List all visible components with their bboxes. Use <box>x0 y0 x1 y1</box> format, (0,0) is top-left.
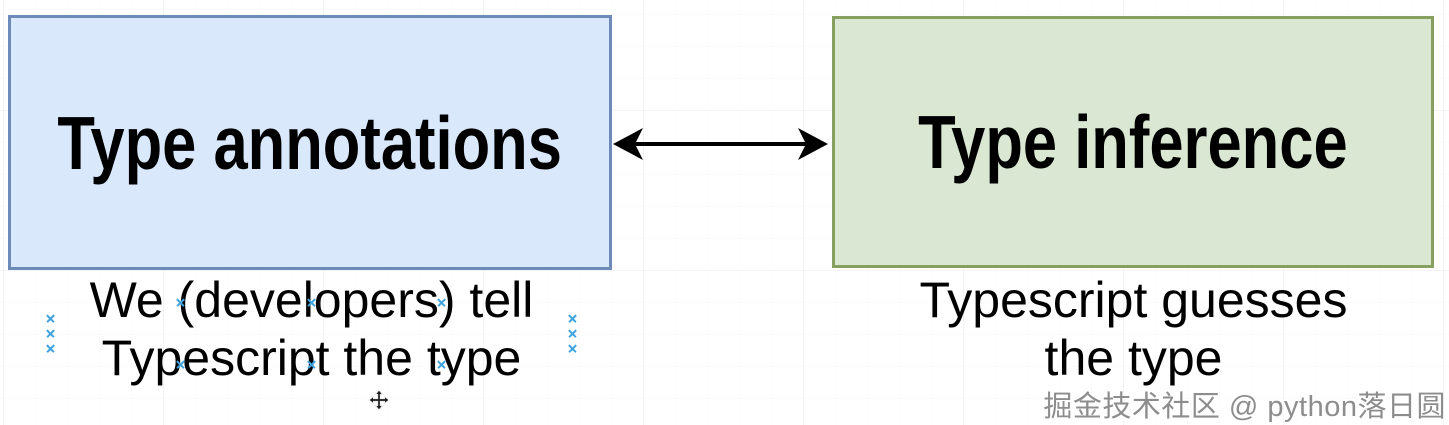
connection-point-icon[interactable] <box>176 298 185 307</box>
type-inference-box[interactable]: Type inference <box>832 16 1434 268</box>
inference-caption-line2: the type <box>1044 330 1223 386</box>
connection-point-icon[interactable] <box>437 360 446 369</box>
annotations-caption[interactable]: We (developers) tell Typescript the type <box>11 271 612 387</box>
connection-point-icon[interactable] <box>176 360 185 369</box>
connection-point-icon[interactable] <box>568 314 577 323</box>
connection-point-icon[interactable] <box>46 329 55 338</box>
connection-point-icon[interactable] <box>568 329 577 338</box>
annotations-caption-line2: Typescript the type <box>101 330 522 386</box>
type-annotations-box[interactable]: Type annotations <box>8 15 612 270</box>
type-inference-label: Type inference <box>918 100 1348 184</box>
inference-caption[interactable]: Typescript guesses the type <box>833 271 1434 387</box>
inference-caption-line1: Typescript guesses <box>919 272 1348 328</box>
connection-point-icon[interactable] <box>437 298 446 307</box>
arrowhead-left-icon <box>613 128 643 160</box>
connection-point-icon[interactable] <box>307 360 316 369</box>
bidirectional-arrow[interactable] <box>610 124 832 164</box>
connection-point-icon[interactable] <box>307 298 316 307</box>
connection-point-icon[interactable] <box>46 344 55 353</box>
arrowhead-right-icon <box>798 128 828 160</box>
watermark-text: 掘金技术社区 @ python落日圆 <box>1043 391 1446 423</box>
move-cursor-icon <box>368 389 390 411</box>
type-annotations-label: Type annotations <box>57 100 563 185</box>
connection-point-icon[interactable] <box>568 344 577 353</box>
connection-point-icon[interactable] <box>46 314 55 323</box>
